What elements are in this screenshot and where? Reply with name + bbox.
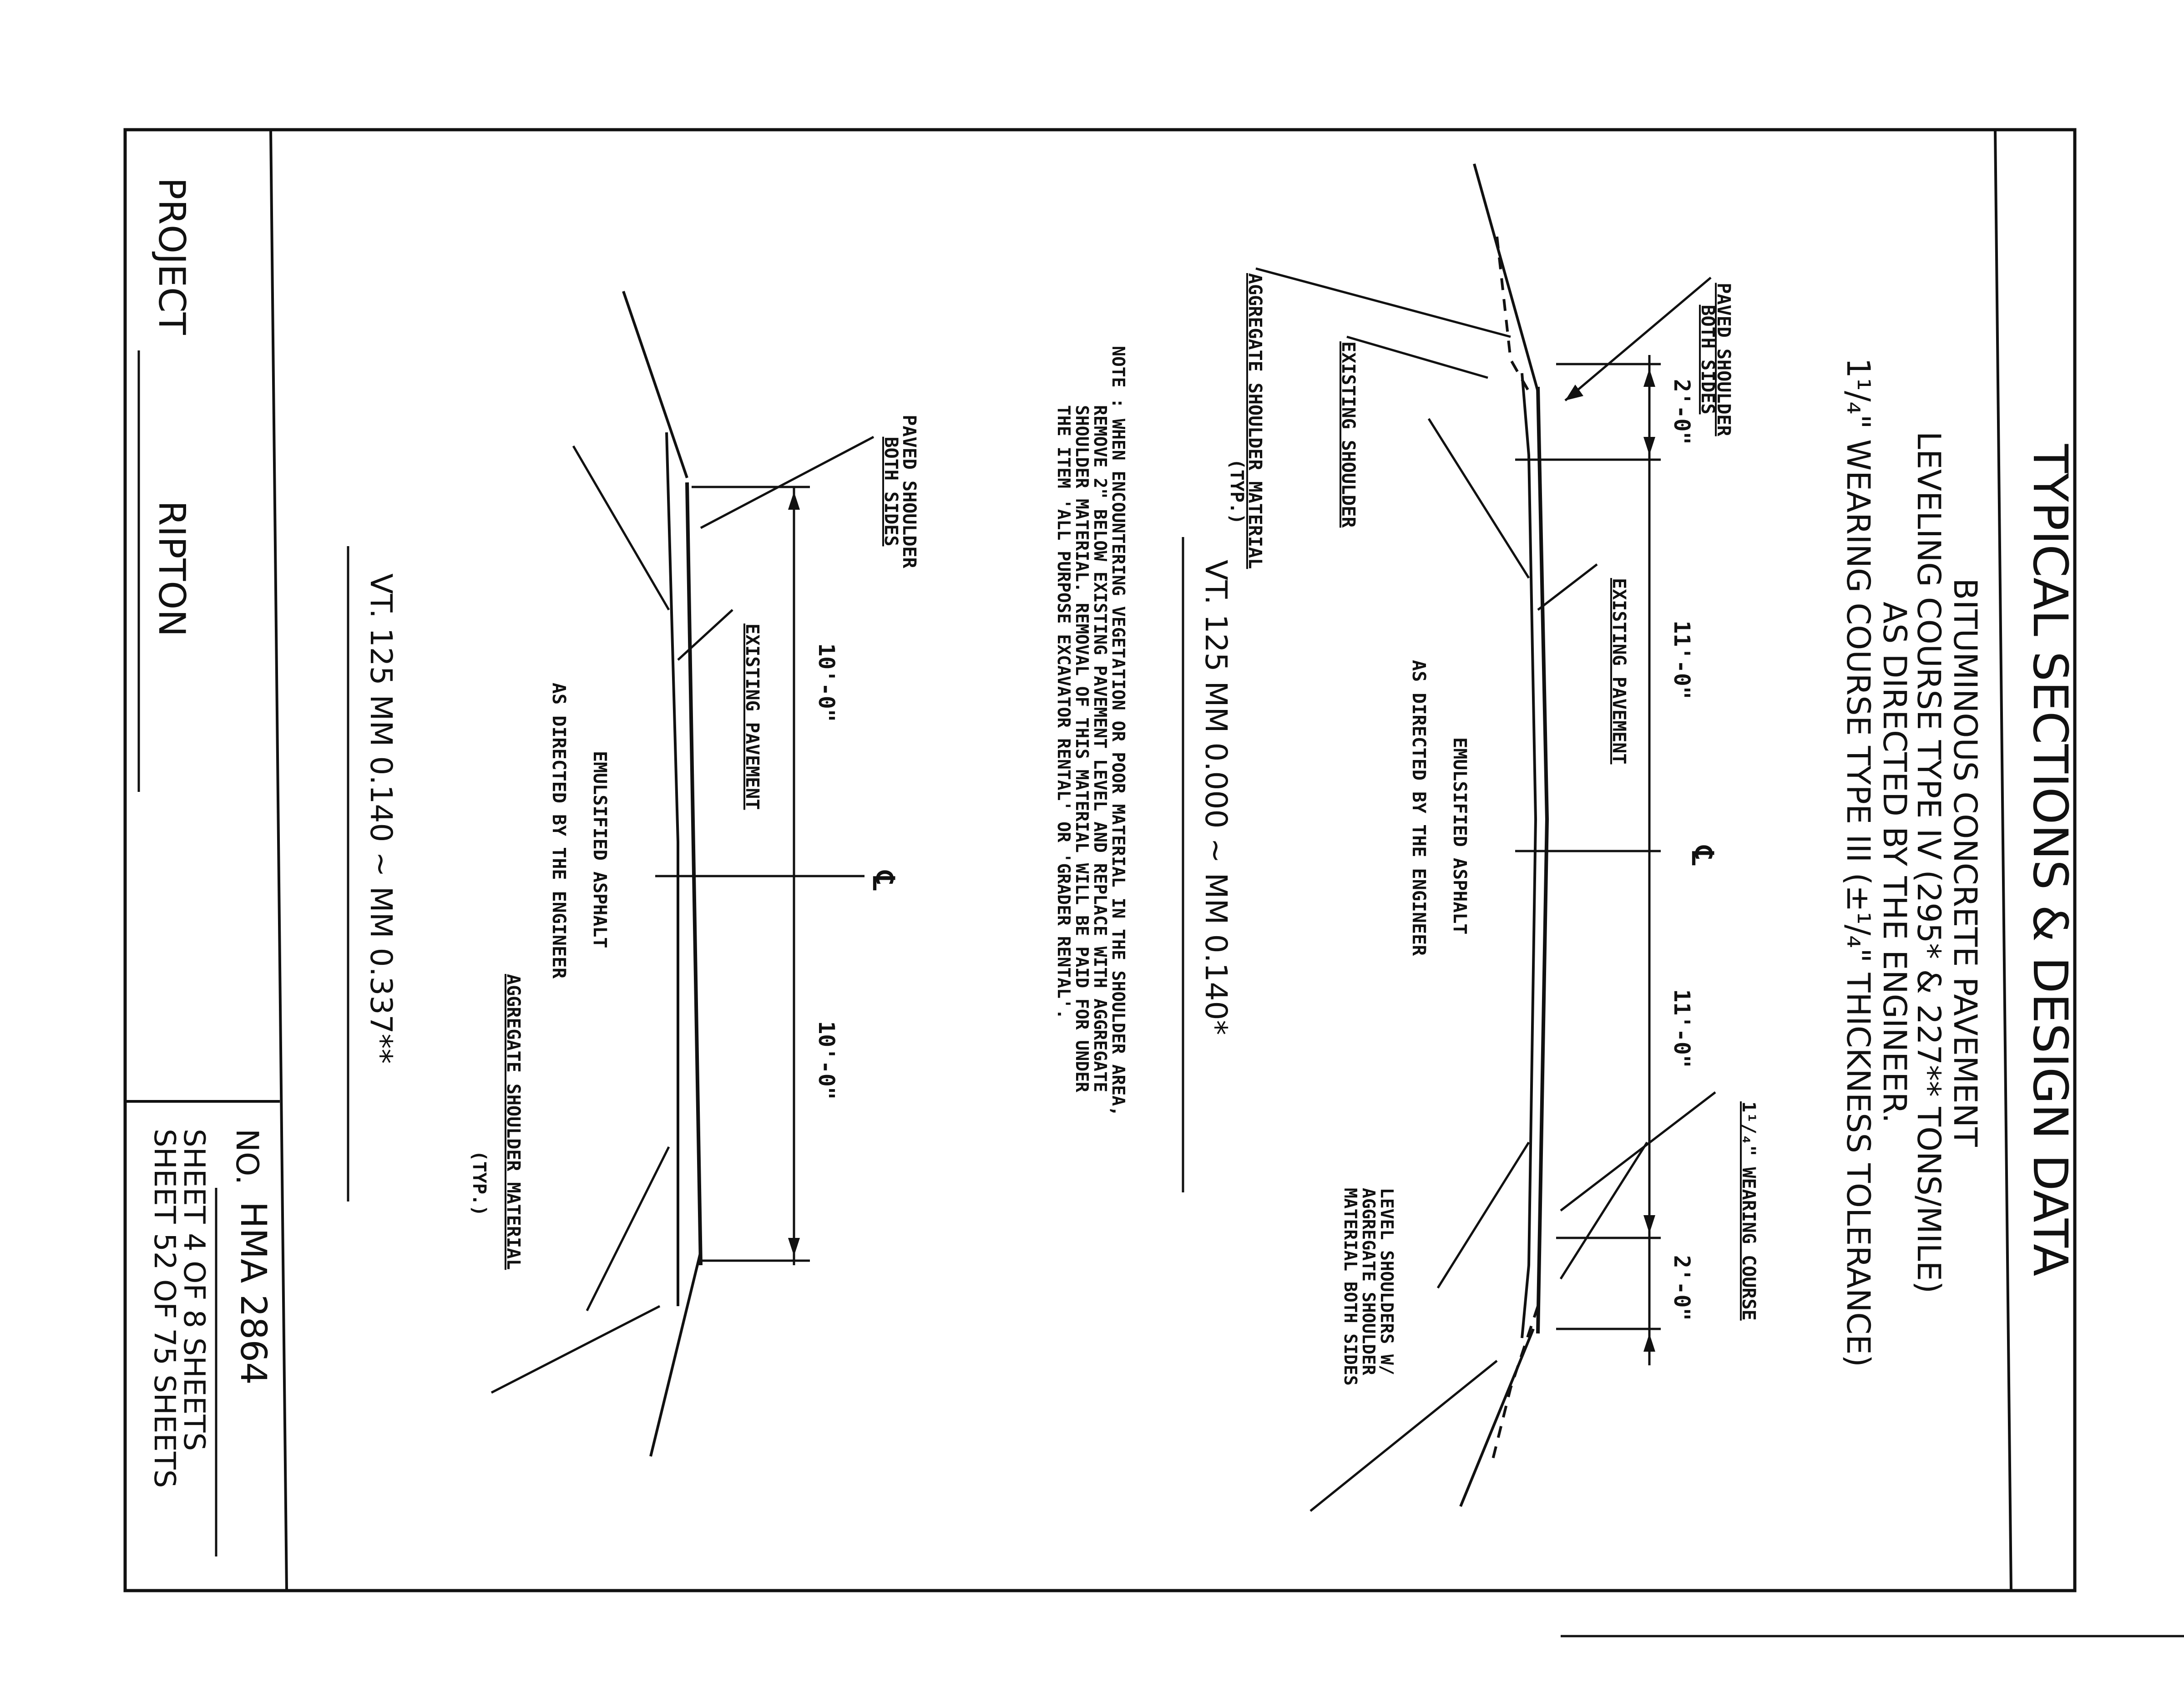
spec-line-3: AS DIRECTED BY THE ENGINEER. (1876, 602, 1913, 1123)
typical-section-1: 2'-0" 11'-0" 11'-0" 2'-0" ℄ PAVED SHOULD… (1182, 163, 1759, 1512)
project-name: RIPTON (151, 501, 193, 637)
slope-line-left (1473, 163, 1539, 392)
spec-block: BITUMINOUS CONCRETE PAVEMENT LEVELING CO… (1840, 358, 1984, 1367)
pavement-bottom (1521, 373, 1537, 1338)
label-emulsified-1a: EMULSIFIED ASPHALT (1449, 737, 1470, 934)
label-emulsified-1b: AS DIRECTED BY THE ENGINEER (1408, 660, 1429, 956)
label-paved-shoulder-2a: PAVED SHOULDER (899, 415, 920, 568)
note-line-3: SHOULDER MATERIAL. REMOVAL OF THIS MATER… (1072, 405, 1092, 1092)
label-existing-pavement-1: EXISTING PAVEMENT (1608, 578, 1629, 764)
sheet-count-1: SHEET 4 OF 8 SHEETS (177, 1129, 211, 1451)
section-1-caption: VT. 125 MM 0.000 ~ MM 0.140* (1198, 560, 1234, 1035)
label-aggregate-1b: (TYP.) (1226, 459, 1247, 525)
spec-line-1: BITUMINOUS CONCRETE PAVEMENT (1946, 578, 1984, 1147)
centerline-symbol-2: ℄ (866, 870, 900, 890)
pavement-top-2 (685, 482, 703, 1266)
note-line-1: NOTE : WHEN ENCOUNTERING VEGETATION OR P… (1108, 346, 1128, 1116)
note-block: NOTE : WHEN ENCOUNTERING VEGETATION OR P… (1054, 346, 1128, 1116)
leader-existing-shoulder (1346, 335, 1488, 379)
dim-lane-left: 11'-0" (1669, 620, 1694, 699)
dim-right-2: 10'-0" (814, 1021, 839, 1100)
label-paved-shoulder-2b: BOTH SIDES (880, 437, 901, 547)
leader-level-shoulders (1309, 1360, 1498, 1512)
spec-line-4: 1¹/₄" WEARING COURSE TYPE III (±¹/₄" THI… (1840, 358, 1877, 1367)
label-level-shoulders-1: LEVEL SHOULDERS W/ (1377, 1188, 1397, 1375)
label-paved-shoulder-1: PAVED SHOULDER (1713, 283, 1734, 436)
label-emulsified-2a: EMULSIFIED ASPHALT (589, 751, 610, 948)
label-existing-shoulder: EXISTING SHOULDER (1338, 341, 1359, 528)
leader-paved-shoulder (1564, 277, 1712, 401)
slope-line-right-2 (649, 1251, 702, 1457)
label-wearing-course: 1¹/₄" WEARING COURSE (1738, 1101, 1759, 1321)
leader-aggregate-2 (490, 1305, 661, 1394)
sheet-count-2: SHEET 52 OF 75 SHEETS (147, 1129, 181, 1488)
label-emulsified-2b: AS DIRECTED BY THE ENGINEER (548, 683, 569, 979)
leader-aggregate-1 (1255, 267, 1511, 338)
label-aggregate-2b: (TYP.) (469, 1151, 490, 1217)
leader-existing-pavement (1537, 563, 1598, 611)
label-paved-shoulder-2: BOTH SIDES (1697, 305, 1718, 415)
spec-line-2: LEVELING COURSE TYPE IV (295* & 227** TO… (1910, 431, 1947, 1293)
note-line-2: REMOVE 2" BELOW EXISTING PAVEMENT LEVEL … (1090, 405, 1110, 1092)
leader-existing-pavement-2 (677, 609, 733, 661)
centerline-symbol-1: ℄ (1685, 845, 1719, 865)
note-line-4: THE ITEM 'ALL PURPOSE EXCAVATOR RENTAL' … (1054, 405, 1074, 1019)
pavement-top (1536, 386, 1549, 1334)
leader-emulsified-2 (572, 445, 670, 611)
typical-section-2: 10'-0" 10'-0" ℄ PAVED SHOULDER BOTH SIDE… (347, 291, 920, 1457)
sheet-title: TYPICAL SECTIONS & DESIGN DATA (2022, 444, 2078, 1276)
leader-level-shoulders-b (1559, 1141, 1648, 1280)
pavement-bottom-2 (665, 432, 679, 1306)
label-level-shoulders-2: AGGREGATE SHOULDER (1359, 1188, 1379, 1375)
label-level-shoulders-3: MATERIAL BOTH SIDES (1340, 1188, 1360, 1386)
leader-emulsified-1 (1427, 418, 1530, 579)
slope-line-right (1459, 1328, 1535, 1507)
leader-wearing-course (1560, 1091, 1716, 1212)
dim-lane-right: 11'-0" (1669, 989, 1694, 1068)
dim-shoulder-left: 2'-0" (1669, 379, 1694, 445)
sheet-border (123, 128, 2184, 1637)
leader-paved-shoulder-2 (700, 436, 875, 529)
label-existing-pavement-2: EXISTING PAVEMENT (742, 623, 763, 810)
label-aggregate-1a: AGGREGATE SHOULDER MATERIAL (1244, 273, 1265, 569)
project-label: PROJECT (151, 177, 193, 335)
leader-emulsified-1b (1436, 1141, 1530, 1289)
dim-shoulder-right: 2'-0" (1669, 1255, 1694, 1321)
title-block: PROJECT RIPTON NO. HMA 2864 SHEET 4 OF 8… (137, 177, 273, 1556)
dim-left-2: 10'-0" (814, 643, 839, 722)
leader-emulsified-2b (586, 1146, 670, 1312)
ground-dashed-right (1491, 1306, 1539, 1461)
slope-line-left-2 (622, 291, 688, 478)
section-2-caption: VT. 125 MM 0.140 ~ MM 0.337** (364, 573, 399, 1064)
label-aggregate-2a: AGGREGATE SHOULDER MATERIAL (503, 974, 524, 1270)
no-value: HMA 2864 (233, 1201, 273, 1385)
no-label: NO. (229, 1129, 265, 1185)
